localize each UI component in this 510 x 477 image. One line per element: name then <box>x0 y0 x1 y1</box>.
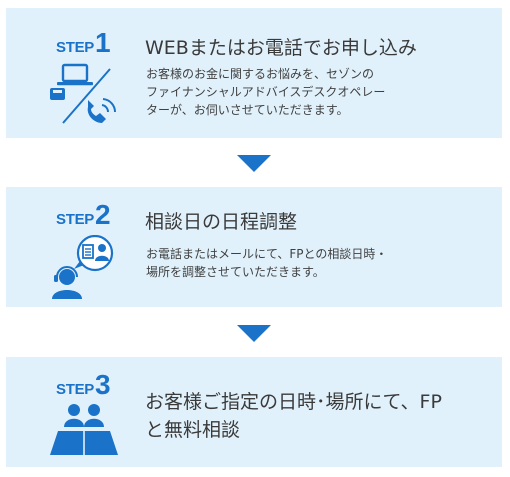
step-1-card: STEP1 WEBまたはお電話でお申し込み お客様のお金に関するお悩みを、セゾン… <box>6 8 502 138</box>
description-line: 場所を調整させていただきます。 <box>146 265 325 279</box>
title-line: お客様ご指定の日時･場所にて、FP <box>145 391 442 413</box>
web-or-phone-icon <box>50 63 117 124</box>
step-2-title: 相談日の日程調整 <box>145 211 298 233</box>
operator-chat-icon <box>52 235 114 299</box>
step-badge-word: STEP <box>56 381 94 398</box>
down-arrow-icon <box>237 325 271 342</box>
down-arrow-icon <box>237 155 271 172</box>
consultation-meeting-icon <box>50 404 118 455</box>
step-2-badge: STEP2 <box>56 199 111 231</box>
step-1-title: WEBまたはお電話でお申し込み <box>145 37 417 59</box>
step-2-card: STEP2 相談日の日程調整 お電話またはメールにて、FPとの相談日時・ 場所を… <box>6 187 502 307</box>
title-line: と無料相談 <box>145 419 241 441</box>
step-badge-number: 3 <box>94 369 111 400</box>
description-line: お客様のお金に関するお悩みを、セゾンの <box>146 67 375 81</box>
step-3-badge: STEP3 <box>56 369 111 401</box>
step-badge-word: STEP <box>56 39 94 56</box>
step-1-description: お客様のお金に関するお悩みを、セゾンの ファイナンシャルアドバイスデスクオペレー… <box>146 65 476 119</box>
step-badge-word: STEP <box>56 211 94 228</box>
step-1-badge: STEP1 <box>56 27 111 59</box>
step-badge-number: 1 <box>94 27 111 58</box>
description-line: ファイナンシャルアドバイスデスクオペレー <box>146 85 386 99</box>
description-line: ターが、お伺いさせていただきます。 <box>146 103 349 117</box>
step-3-title: お客様ご指定の日時･場所にて、FP と無料相談 <box>145 388 495 444</box>
description-line: お電話またはメールにて、FPとの相談日時・ <box>146 247 388 261</box>
step-badge-number: 2 <box>94 199 111 230</box>
step-3-card: STEP3 お客様ご指定の日時･場所にて、FP と無料相談 <box>6 357 502 467</box>
step-2-description: お電話またはメールにて、FPとの相談日時・ 場所を調整させていただきます。 <box>146 245 476 281</box>
